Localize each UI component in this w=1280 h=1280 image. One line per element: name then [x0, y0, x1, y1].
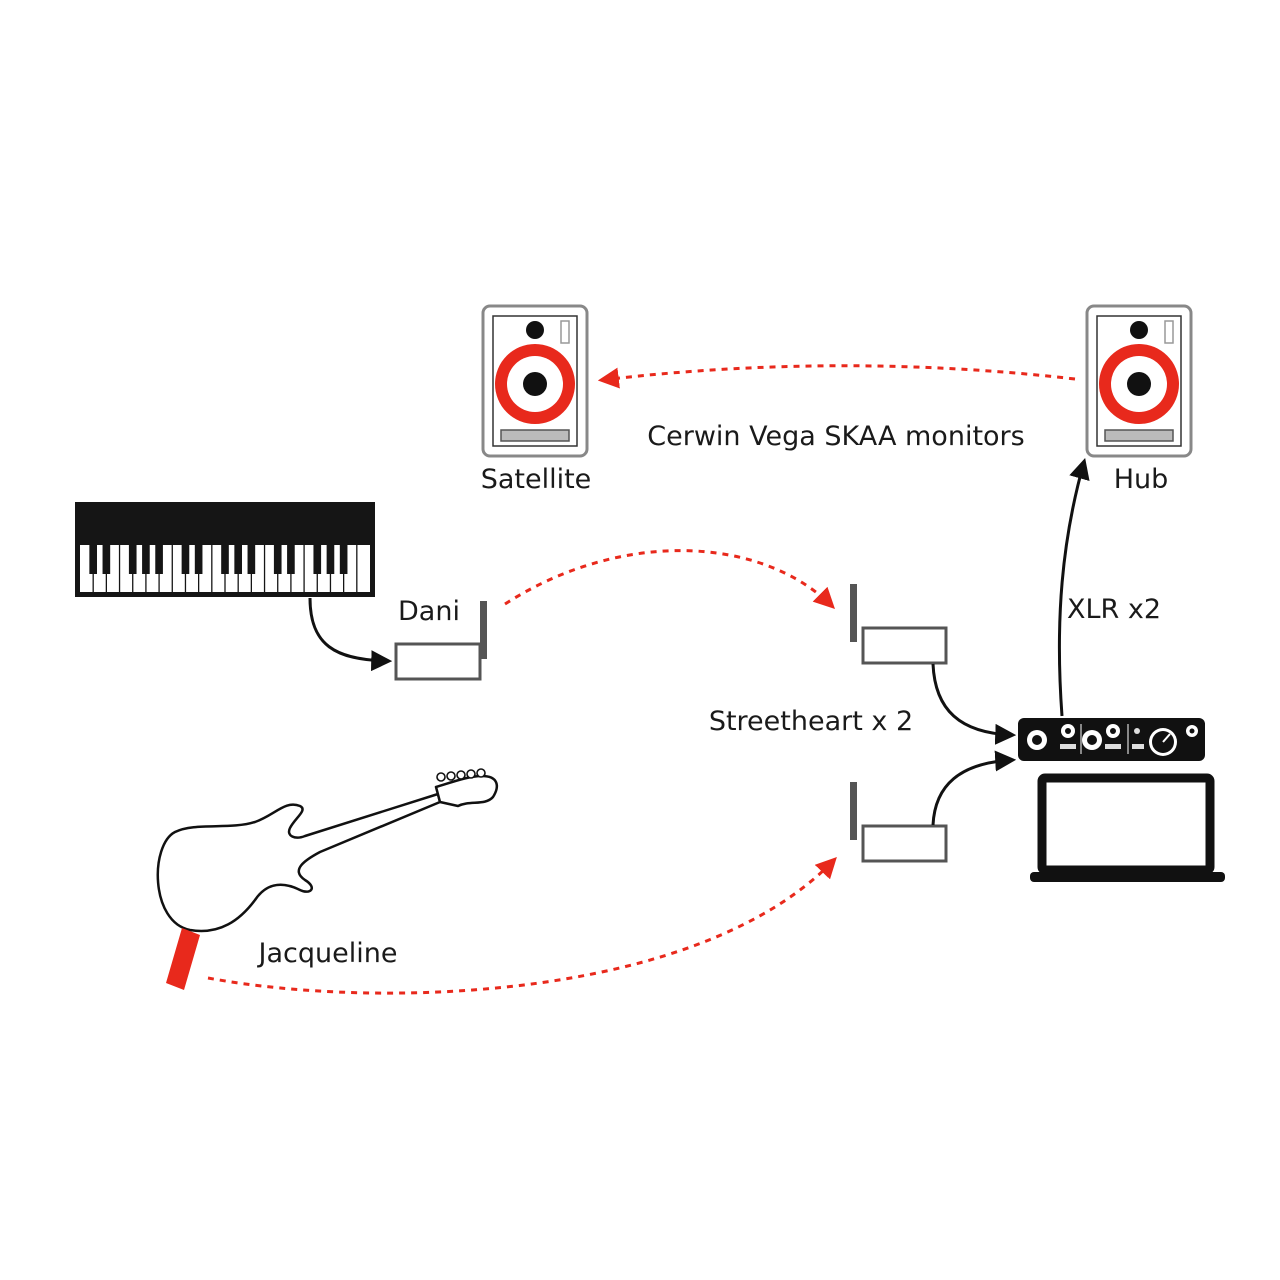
audio-interface-icon — [1018, 718, 1205, 761]
black-key — [155, 545, 163, 574]
receiver-1-to-interface-cable — [931, 663, 1017, 745]
hub-speaker-icon — [1085, 304, 1193, 458]
guitar-cable-plug — [166, 928, 200, 990]
streetheart-label: Streetheart x 2 — [709, 706, 913, 737]
black-key — [287, 545, 295, 574]
black-key — [339, 545, 348, 574]
black-key — [128, 545, 137, 574]
hub-label: Hub — [1114, 464, 1169, 495]
interface-to-hub-xlr-cable — [1057, 457, 1090, 717]
receiver-2-to-interface-cable — [931, 750, 1017, 826]
dani-label: Dani — [398, 596, 460, 627]
monitors-label: Cerwin Vega SKAA monitors — [647, 421, 1024, 452]
black-key — [181, 545, 190, 574]
black-key — [142, 545, 150, 574]
keyboard-to-dani-cable — [308, 597, 393, 672]
black-key — [234, 545, 243, 574]
black-key — [313, 545, 322, 574]
black-key — [89, 545, 98, 574]
satellite-label: Satellite — [481, 464, 592, 495]
dani-transmitter-icon — [394, 601, 487, 681]
dani-to-streetheart-link — [504, 549, 835, 609]
streetheart-receiver-1-icon — [850, 584, 948, 665]
streetheart-receiver-2-icon — [850, 782, 948, 863]
electric-guitar-icon — [156, 768, 499, 933]
hub-to-satellite-link — [597, 364, 1076, 389]
keyboard-icon — [75, 502, 375, 597]
black-key — [247, 545, 256, 574]
xlr-label: XLR x2 — [1067, 594, 1161, 625]
black-key — [194, 545, 203, 574]
jacqueline-to-streetheart-link — [207, 856, 837, 995]
black-key — [326, 545, 335, 574]
jacqueline-label: Jacqueline — [257, 938, 398, 969]
black-key — [273, 545, 282, 574]
black-key — [221, 545, 229, 574]
satellite-speaker-icon — [481, 304, 589, 458]
black-key — [102, 545, 111, 574]
laptop-icon — [1030, 773, 1225, 882]
